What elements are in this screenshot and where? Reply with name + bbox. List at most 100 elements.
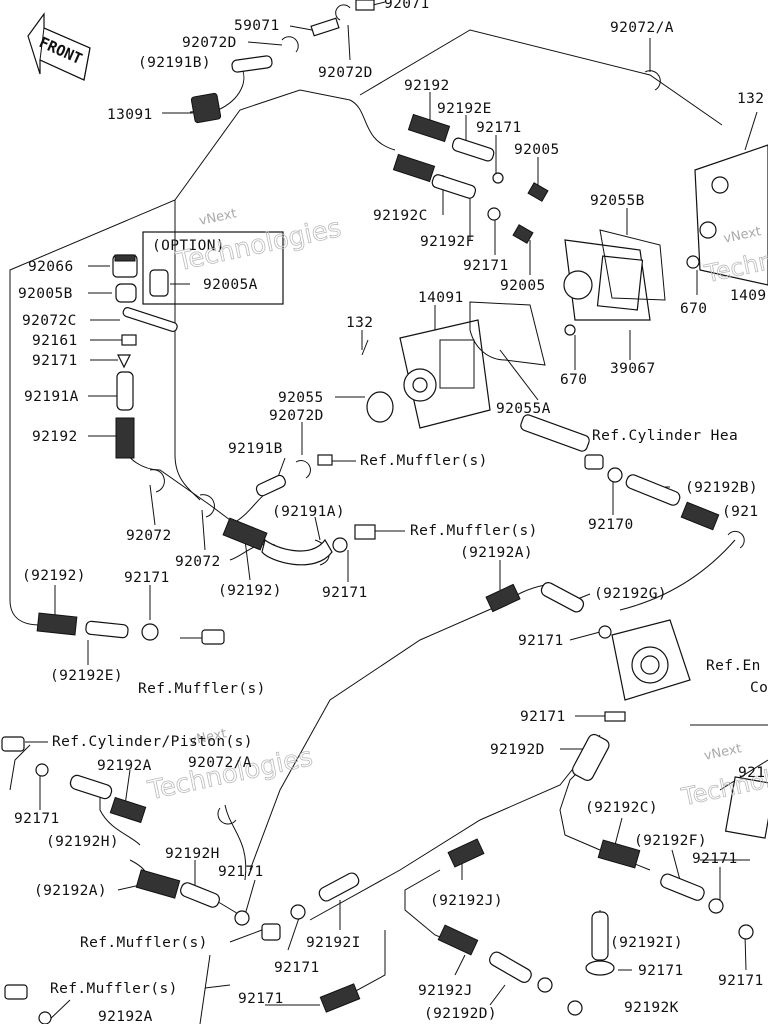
label-92192K: 92192K: [624, 1000, 679, 1016]
label-92171-b: 92171: [463, 258, 509, 274]
label-92005-a: 92005: [514, 142, 560, 158]
fitting-muffler-e-drawing: [4, 984, 28, 1000]
label-ref-muffler-b: Ref.Muffler(s): [410, 523, 538, 539]
label-670-a: 670: [680, 301, 707, 317]
label-92192A-c: (92192A): [34, 883, 107, 899]
label-92171-g: 92171: [520, 709, 566, 725]
clamp-92171-i-drawing: [708, 898, 724, 914]
label-92055A: 92055A: [496, 401, 551, 417]
label-92171-l: 92171: [274, 960, 320, 976]
pipe-92192D-drawing: [572, 733, 610, 781]
spring-92192C-b-drawing: [597, 839, 641, 869]
pipe-92192H-a-drawing: [69, 774, 113, 800]
label-92192F-b: (92192F): [634, 833, 707, 849]
pipe-92192F-b-drawing: [660, 873, 705, 901]
label-ref-en: Ref.En: [706, 658, 761, 674]
clamp-92171-a-drawing: [492, 172, 504, 184]
label-92192C-b: (92192C): [585, 800, 658, 816]
label-92072A-mid: 92072/A: [188, 755, 252, 771]
fitting-cyl-piston-drawing: [1, 736, 25, 752]
oring-670-a-drawing: [686, 255, 700, 269]
clamp-92072D-top-drawing: [335, 4, 351, 21]
label-92191A: 92191A: [24, 389, 79, 405]
pipe-92191B-b-drawing: [255, 474, 286, 497]
spring-92192J-b-drawing: [437, 924, 479, 956]
label-ref-cylinder-piston: Ref.Cylinder/Piston(s): [52, 734, 253, 750]
oring-670-b-drawing: [564, 324, 576, 336]
label-92171-a: 92171: [476, 120, 522, 136]
spring-92192C-drawing: [392, 153, 436, 183]
clamp-921-r-drawing: [727, 530, 745, 549]
fitting-92171-g-drawing: [604, 711, 626, 722]
gasket-92055B-drawing: [599, 229, 666, 301]
nipple-92005-a-drawing: [527, 182, 549, 202]
fitting-muffler-b-drawing: [354, 524, 376, 540]
housing-lower-right-drawing: [724, 776, 768, 839]
label-132: 132: [346, 315, 373, 331]
clamp-92171-n-drawing: [738, 924, 754, 940]
label-92192I-b: (92192I): [610, 935, 683, 951]
clamp-92170-drawing: [607, 467, 623, 483]
clamp-92171-h-drawing: [35, 763, 49, 777]
nipple-92005A-drawing: [149, 269, 169, 297]
clamp-92072D-c-drawing: [295, 460, 311, 479]
clamp-92171-d-drawing: [332, 537, 348, 553]
label-ref-muffler-c: Ref.Muffler(s): [138, 681, 266, 697]
label-92072C: 92072C: [22, 313, 77, 329]
spring-92192A-a-drawing: [485, 583, 521, 613]
clamp-bottom-left-drawing: [38, 1011, 52, 1024]
pipe-92192I-a-drawing: [318, 872, 360, 902]
clamp-92171-f-drawing: [598, 625, 612, 639]
label-39067: 39067: [610, 361, 656, 377]
label-92170: 92170: [588, 517, 634, 533]
cover-14091-drawing: [399, 319, 491, 429]
label-92192J-b: 92192J: [418, 983, 473, 999]
cover-plate-drawing: [563, 239, 651, 321]
label-132-tr: 132: [737, 91, 764, 107]
label-92072D-c: 92072D: [269, 408, 324, 424]
bracket-92072C-drawing: [122, 307, 178, 333]
label-92192G: (92192G): [594, 586, 667, 602]
label-92005A: 92005A: [203, 277, 258, 293]
label-92192-c: (92192): [218, 583, 282, 599]
label-670-b: 670: [560, 372, 587, 388]
label-92071: 92071: [384, 0, 430, 12]
fitting-muffler-d-drawing: [261, 923, 281, 941]
part-labels: 59071 92071 92072D (92191B) 92072D 92072…: [14, 0, 768, 1024]
fitting-muffler-c-drawing: [201, 629, 225, 645]
label-92171-d: 92171: [322, 585, 368, 601]
pipe-92192E-drawing: [451, 137, 495, 162]
label-92192F: 92192F: [420, 234, 475, 250]
pipe-92192D-b-drawing: [489, 951, 532, 983]
label-92055B: 92055B: [590, 193, 645, 209]
label-92192-paren: (92192): [22, 568, 86, 584]
label-92192A-b: 92192A: [97, 758, 152, 774]
label-921-r: (921: [722, 504, 759, 520]
fitting-92071-drawing: [355, 0, 375, 11]
label-92192E: 92192E: [437, 101, 492, 117]
clamp-92171-b-drawing: [487, 207, 501, 221]
cap-92066-drawing: [112, 254, 138, 278]
label-92072-a: 92072: [126, 528, 172, 544]
label-921-r2: 921: [738, 765, 765, 781]
label-92192E-b: (92192E): [50, 668, 123, 684]
bolt-132-tr-drawing: [744, 111, 758, 151]
housing-right-drawing: [694, 144, 768, 286]
label-92192C: 92192C: [373, 208, 428, 224]
label-ref-muffler-d: Ref.Muffler(s): [80, 935, 208, 951]
label-92192: 92192: [404, 78, 450, 94]
fitting-muffler-a-drawing: [317, 454, 333, 466]
tee-fitting-drawing: [520, 414, 604, 470]
clamp-92072A-drawing: [644, 70, 661, 91]
label-92192A-a: (92192A): [460, 545, 533, 561]
front-direction-arrow: FRONT: [27, 12, 91, 81]
label-59071: 59071: [234, 18, 280, 34]
label-92171-m: 92171: [238, 991, 284, 1007]
label-1409: 1409: [730, 288, 767, 304]
label-92171-i: 92171: [692, 851, 738, 867]
gasket-92055A-drawing: [469, 301, 546, 366]
label-92066: 92066: [28, 259, 74, 275]
spring-92192J-a-drawing: [447, 838, 485, 868]
clamp-92171-c-drawing: [117, 354, 131, 369]
